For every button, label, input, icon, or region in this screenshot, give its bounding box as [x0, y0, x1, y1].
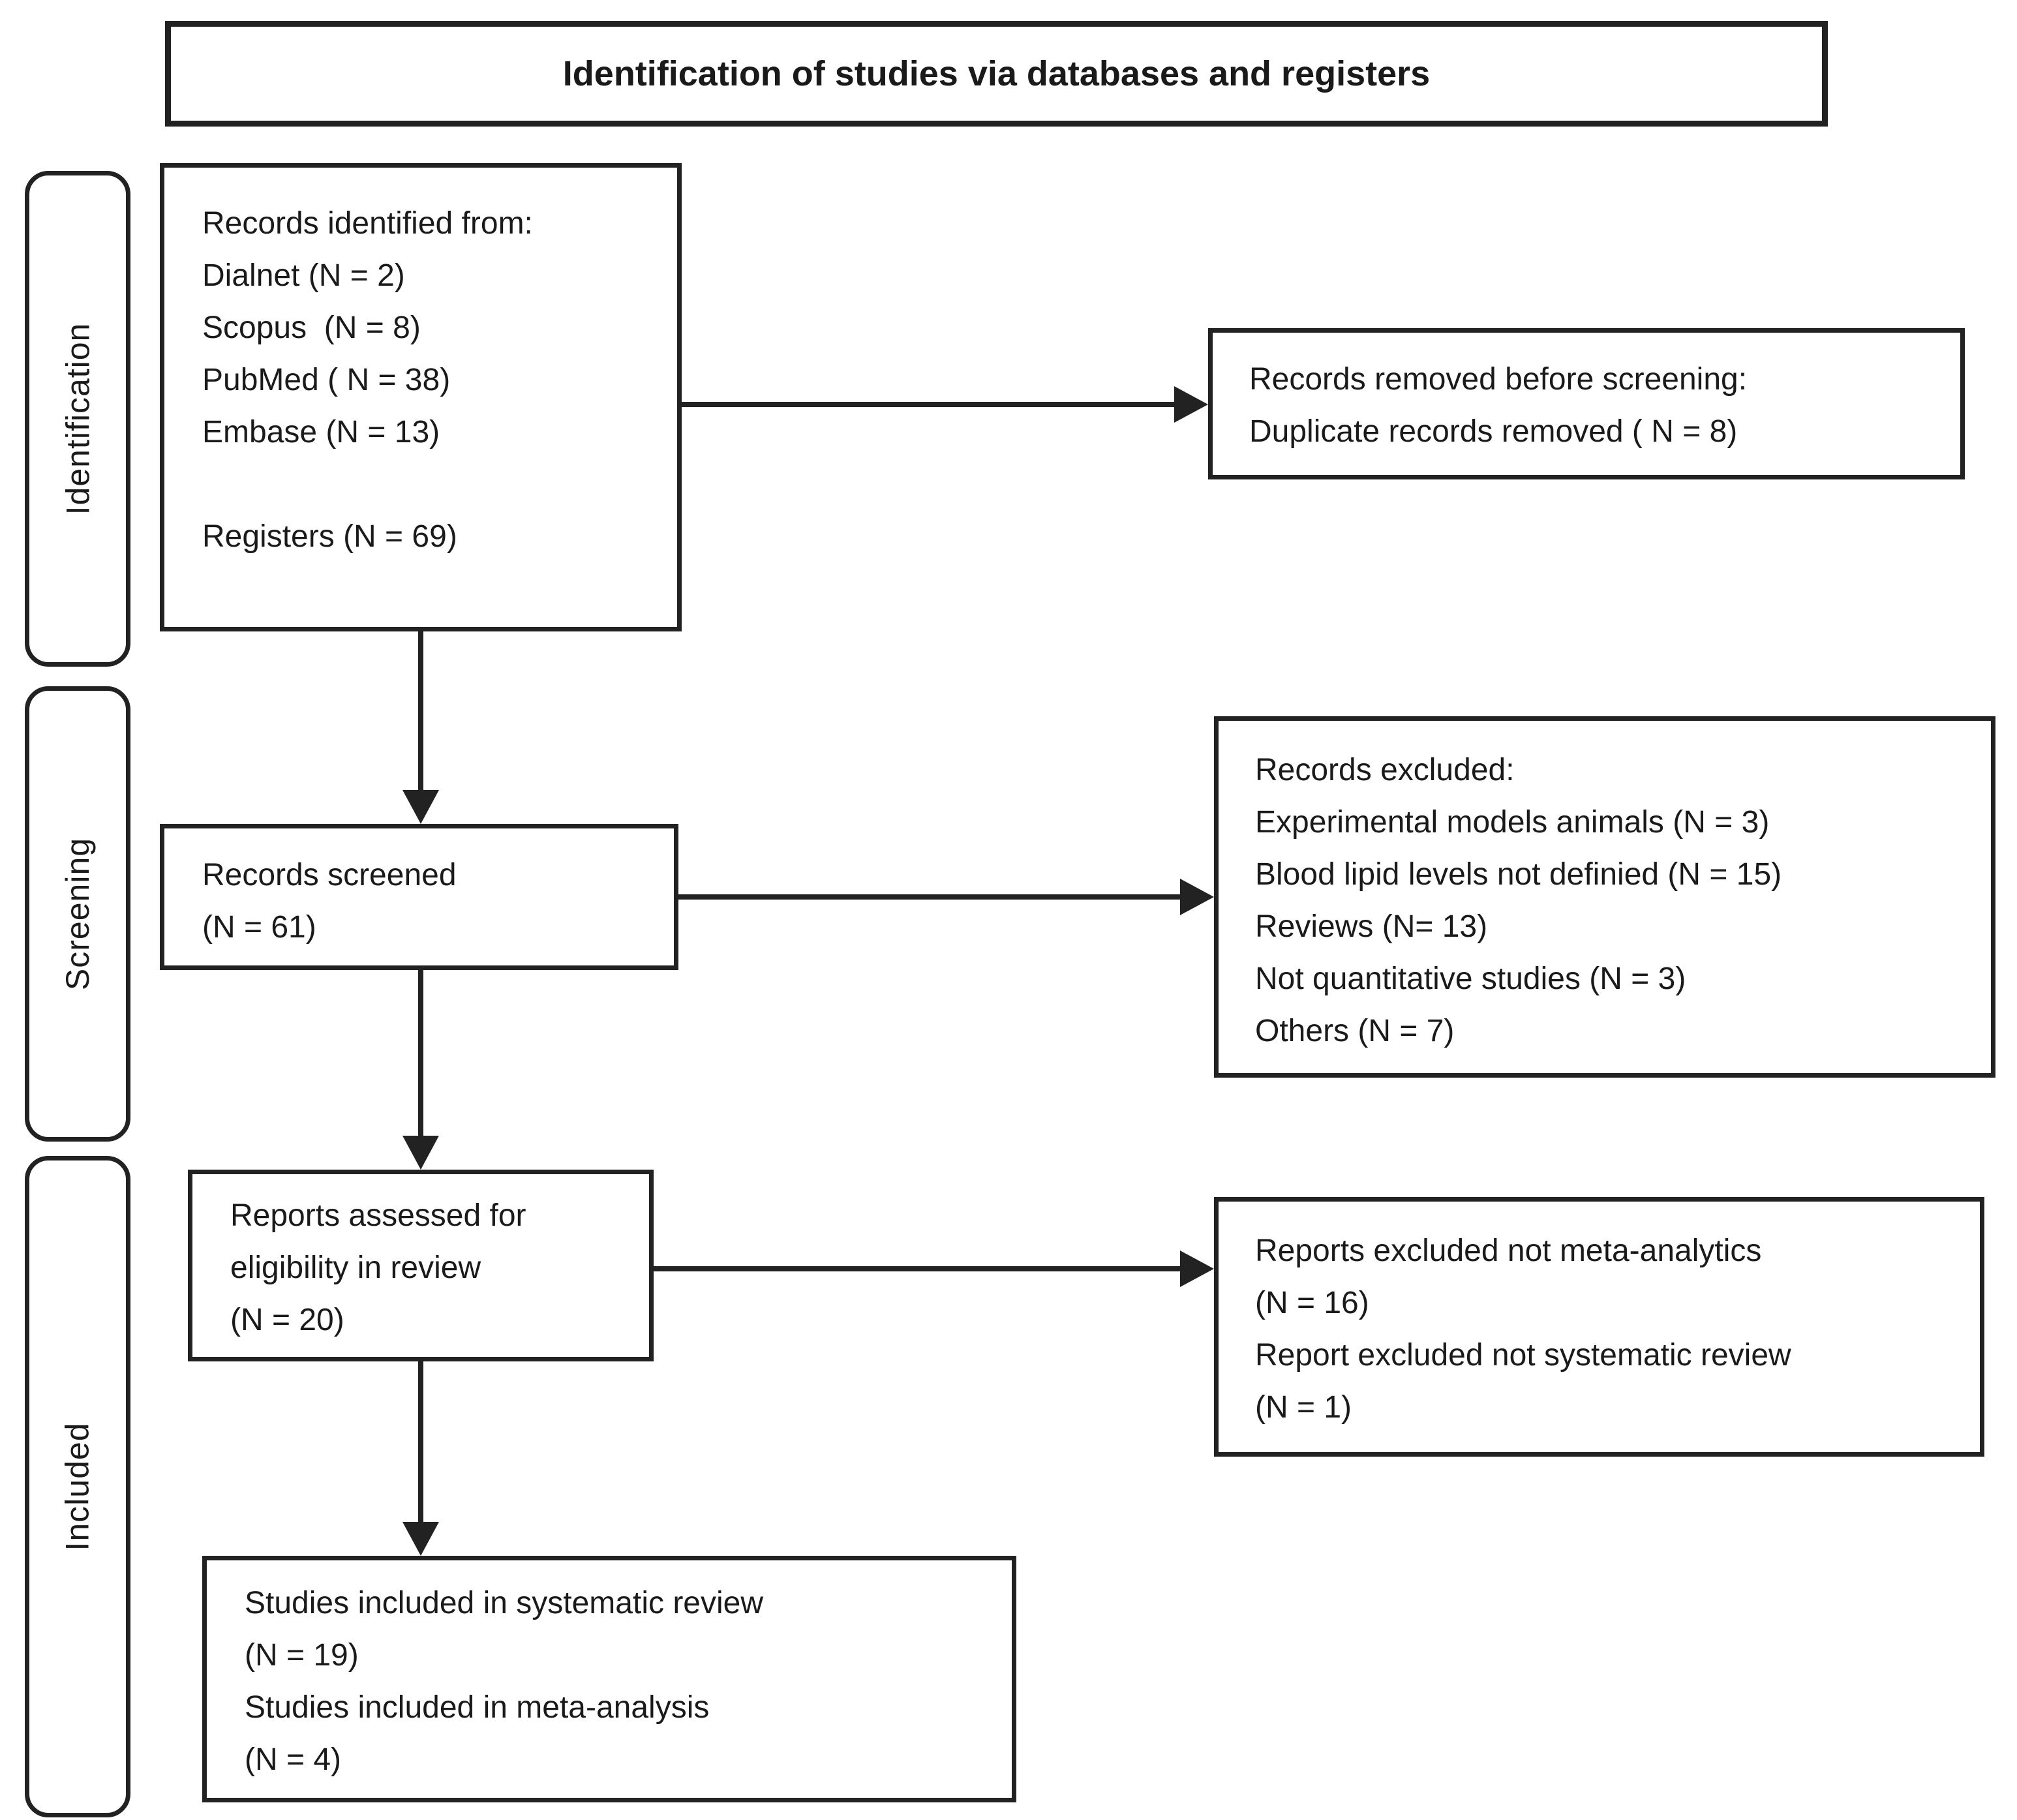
box-records-excluded: Records excluded: Experimental models an…	[1214, 716, 1995, 1078]
box-line: Experimental models animals (N = 3)	[1255, 805, 1770, 840]
page-title: Identification of studies via databases …	[562, 54, 1431, 93]
box-line: Studies included in systematic review	[245, 1586, 764, 1620]
box-reports-assessed: Reports assessed for eligibility in revi…	[188, 1170, 654, 1361]
box-line: Records screened	[202, 858, 457, 892]
title-box: Identification of studies via databases …	[165, 21, 1828, 127]
box-line: (N = 20)	[230, 1303, 344, 1337]
arrowhead-identified-to-removed	[1174, 386, 1208, 423]
arrow-identified-to-screened	[418, 631, 423, 795]
box-line: Records excluded:	[1255, 753, 1515, 787]
box-line: Not quantitative studies (N = 3)	[1255, 962, 1686, 996]
box-line: (N = 4)	[245, 1742, 342, 1777]
box-line: Studies included in meta-analysis	[245, 1690, 710, 1725]
box-records-identified: Records identified from: Dialnet (N = 2)…	[160, 163, 682, 631]
box-line: Blood lipid levels not definied (N = 15)	[1255, 857, 1782, 892]
stage-screening-label: Screening	[59, 837, 96, 991]
box-line: Scopus (N = 8)	[202, 311, 421, 345]
stage-screening: Screening	[25, 686, 130, 1142]
box-line: Duplicate records removed ( N = 8)	[1249, 414, 1738, 449]
box-studies-included: Studies included in systematic review (N…	[202, 1556, 1016, 1802]
box-line: Records identified from:	[202, 206, 533, 241]
box-line-spacer	[202, 459, 671, 511]
arrowhead-screened-to-excluded	[1180, 879, 1214, 915]
arrow-screened-to-excluded	[678, 894, 1183, 900]
box-line: Report excluded not systematic review	[1255, 1338, 1791, 1373]
box-line: Registers (N = 69)	[202, 519, 457, 554]
box-reports-excluded: Reports excluded not meta-analytics (N =…	[1214, 1197, 1984, 1457]
box-line: Reports assessed for	[230, 1198, 526, 1233]
arrowhead-screened-to-assessed	[402, 1136, 439, 1170]
stage-identification: Identification	[25, 171, 130, 667]
box-line: Reviews (N= 13)	[1255, 909, 1488, 944]
box-line: (N = 19)	[245, 1638, 359, 1673]
box-records-removed: Records removed before screening: Duplic…	[1208, 328, 1965, 479]
arrow-assessed-to-reports-excluded	[654, 1266, 1183, 1271]
box-records-screened: Records screened (N = 61)	[160, 824, 678, 970]
arrow-identified-to-removed	[682, 402, 1177, 407]
box-line: PubMed ( N = 38)	[202, 363, 451, 397]
arrowhead-assessed-to-included	[402, 1522, 439, 1556]
arrowhead-assessed-to-reports-excluded	[1180, 1251, 1214, 1287]
stage-identification-label: Identification	[59, 322, 96, 515]
stage-included: Included	[25, 1156, 130, 1817]
box-line: Others (N = 7)	[1255, 1014, 1455, 1048]
stage-included-label: Included	[59, 1422, 97, 1551]
arrowhead-identified-to-screened	[402, 790, 439, 824]
box-line: Records removed before screening:	[1249, 362, 1748, 397]
arrow-assessed-to-included	[418, 1361, 423, 1524]
box-line: (N = 61)	[202, 910, 316, 945]
box-line: Embase (N = 13)	[202, 415, 440, 449]
box-line: Dialnet (N = 2)	[202, 258, 405, 293]
box-line: eligibility in review	[230, 1251, 481, 1285]
box-line: Reports excluded not meta-analytics	[1255, 1234, 1762, 1268]
box-line: (N = 16)	[1255, 1286, 1369, 1320]
arrow-screened-to-assessed	[418, 970, 423, 1138]
box-line: (N = 1)	[1255, 1390, 1352, 1425]
